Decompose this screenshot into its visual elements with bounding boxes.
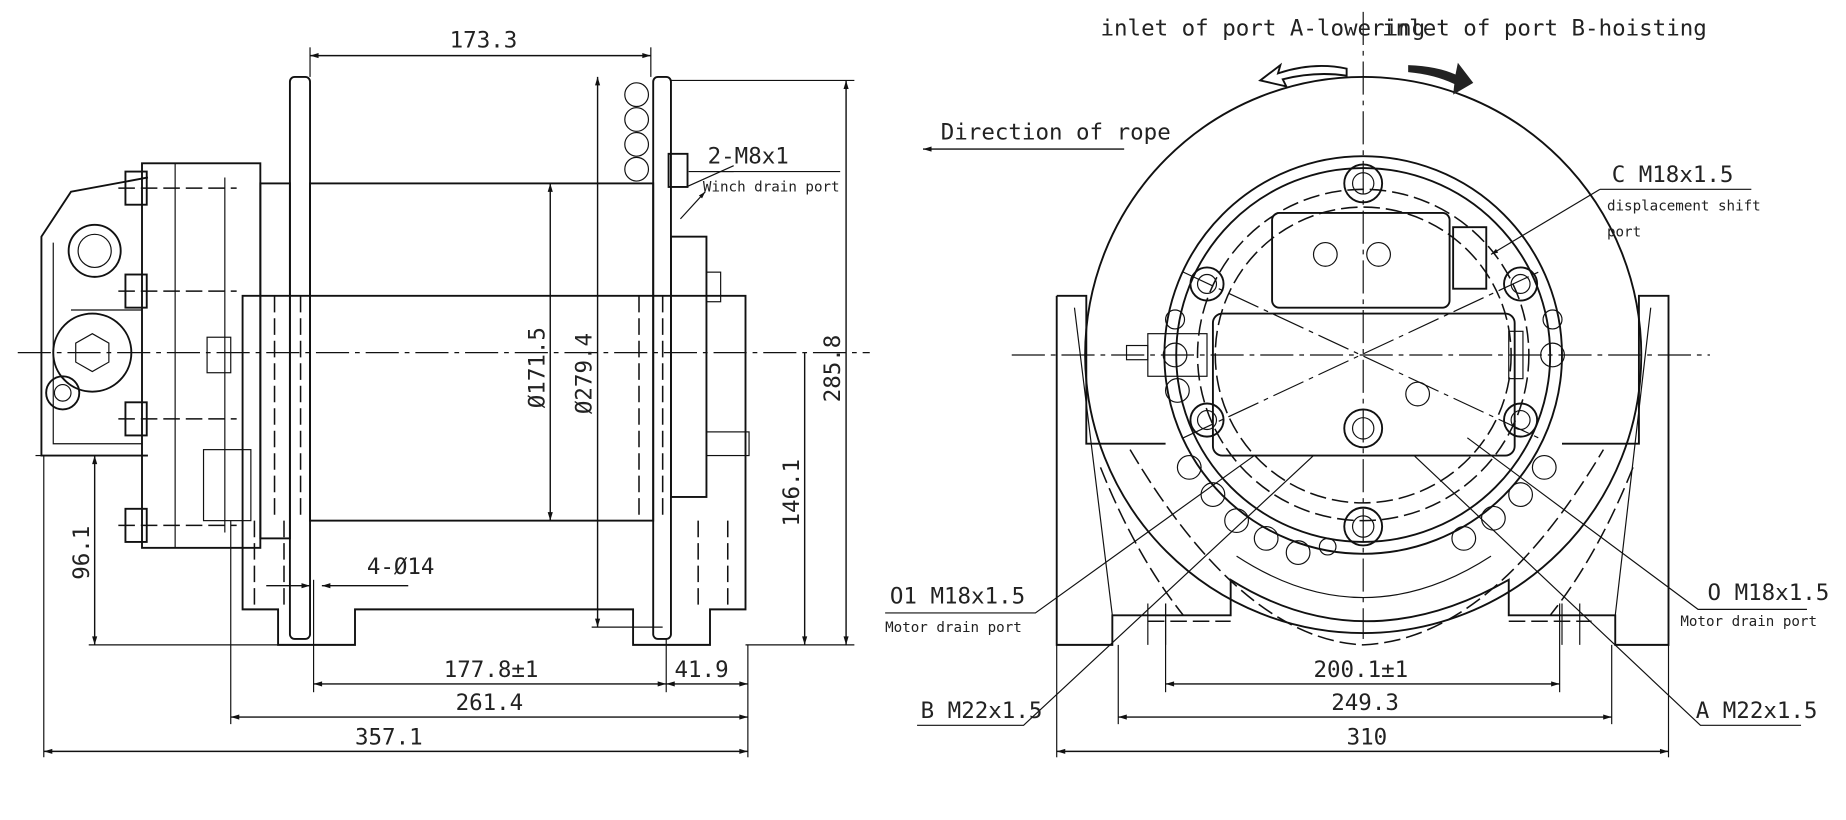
drum-flange-left [288, 75, 311, 640]
callout-a-thread: A M22x1.5 [1696, 698, 1818, 724]
callout-c-thread: C M18x1.5 [1612, 162, 1734, 188]
frame [241, 294, 747, 646]
dim-front-base-width: 249.3 [1331, 690, 1399, 716]
winch-drain-label: Winch drain port [703, 180, 840, 196]
dim-overall-length: 357.1 [355, 724, 423, 750]
dim-foot-offset: 41.9 [675, 657, 729, 683]
side-view: 2-M8x1 Winch drain port 173.3 285.8 146.… [17, 27, 870, 758]
callout-o1-label: Motor drain port [885, 620, 1022, 636]
dim-center-height: 146.1 [779, 459, 805, 527]
hoisting-arrow-icon [1408, 62, 1474, 95]
callout-o1-thread: O1 M18x1.5 [890, 583, 1025, 609]
winch-drain-thread: 2-M8x1 [708, 143, 789, 169]
dim-base-length: 261.4 [456, 690, 524, 716]
label-port-a-lowering: inlet of port A-lowering [1100, 15, 1425, 41]
dim-front-overall-width: 310 [1347, 724, 1388, 750]
front-view: inlet of port A-lowering inlet of port B… [885, 11, 1830, 758]
valve-block [1271, 212, 1451, 309]
dim-drum-width: 173.3 [450, 27, 518, 53]
dim-overall-height: 285.8 [820, 335, 846, 403]
dim-flange-diameter: Ø279.4 [572, 333, 598, 414]
callout-c-label-1: displacement shift [1607, 199, 1761, 215]
motor-bracket [40, 176, 149, 457]
rope-direction-label: Direction of rope [941, 120, 1171, 146]
callout-o-thread: O M18x1.5 [1708, 580, 1830, 606]
callout-b-thread: B M22x1.5 [921, 698, 1043, 724]
dim-foot-spacing: 177.8±1 [444, 657, 539, 683]
bolts [1162, 163, 1565, 566]
callout-o-label: Motor drain port [1680, 614, 1817, 630]
dim-drum-diameter: Ø171.5 [524, 327, 550, 408]
rope-coils [624, 82, 650, 182]
port-c [1452, 226, 1488, 290]
label-port-b-hoisting: inlet of port B-hoisting [1382, 15, 1707, 41]
lowering-arrow-icon [1258, 62, 1348, 88]
callout-c-label-2: port [1607, 225, 1641, 241]
dim-motor-center-height: 96.1 [69, 526, 95, 580]
winch-drain-port [667, 152, 689, 188]
dim-front-foot-spacing: 200.1±1 [1314, 657, 1409, 683]
dim-mount-holes: 4-Ø14 [367, 554, 435, 580]
port-fitting [67, 223, 122, 278]
